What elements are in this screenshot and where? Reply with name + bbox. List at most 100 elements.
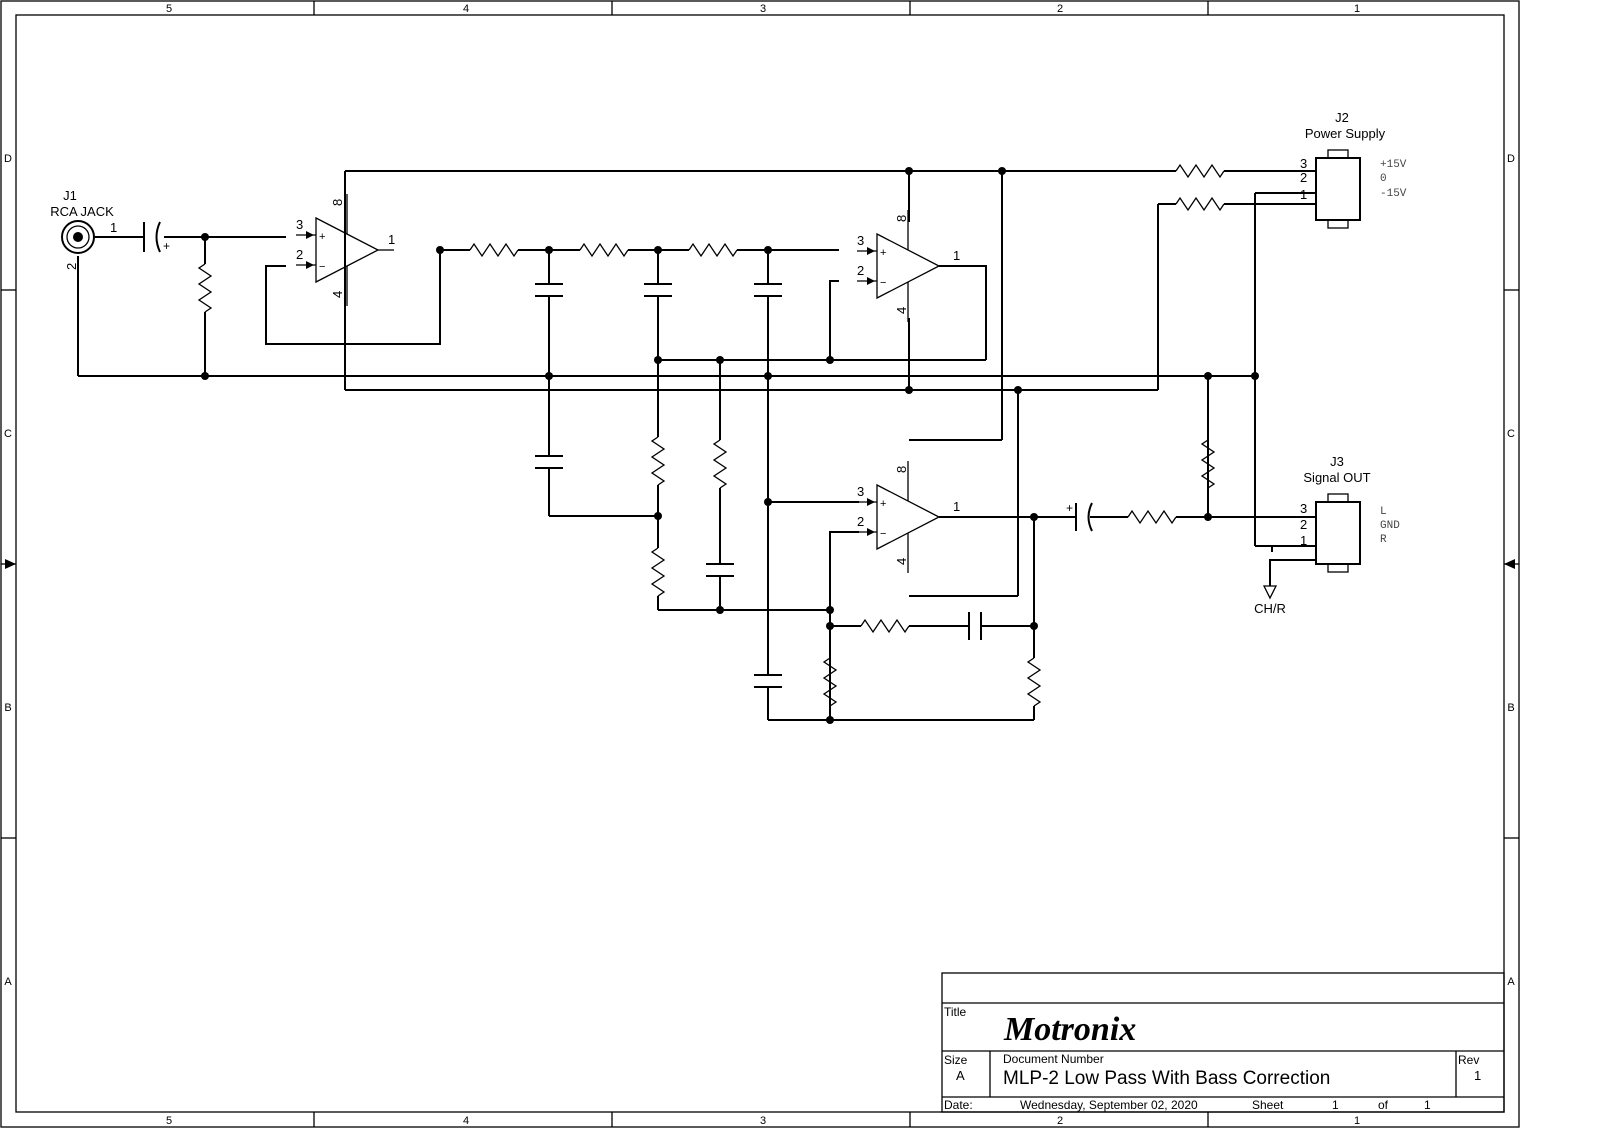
capacitor-filter-1 xyxy=(535,283,563,297)
j3-pin-3: 3 xyxy=(1300,501,1307,516)
j2-pin-3: 3 xyxy=(1300,156,1307,171)
size-value: A xyxy=(956,1068,965,1083)
zone-number-2-bottom: 2 xyxy=(1057,1115,1063,1127)
capacitor-lower-2 xyxy=(706,563,734,577)
j2-pin-2: 2 xyxy=(1300,170,1307,185)
title-block: Title Motronix Size A Document Number ML… xyxy=(941,972,1505,1113)
company-logo: Motronix xyxy=(1003,1011,1136,1048)
u3-pin-2: 2 xyxy=(857,514,864,529)
zone-number-1: 1 xyxy=(1354,3,1360,15)
j3-name: Signal OUT xyxy=(1303,470,1370,485)
j3-ref: J3 xyxy=(1330,454,1344,469)
wires xyxy=(77,170,1316,721)
sheet-label: Sheet xyxy=(1252,1098,1284,1112)
j2-pin-1: 1 xyxy=(1300,187,1307,202)
junction-dots xyxy=(201,167,1259,724)
zone-number-3: 3 xyxy=(760,3,766,15)
opamp-u2: + − 3 2 1 8 4 xyxy=(856,209,960,323)
u2-plus: + xyxy=(880,247,886,259)
u2-pin-8: 8 xyxy=(894,215,909,222)
j2-rail-positive: +15V xyxy=(1380,159,1407,171)
zone-letter-a: A xyxy=(4,976,12,988)
j2-rail-negative: -15V xyxy=(1380,188,1407,200)
rca-jack-j1: J1 RCA JACK 1 2 xyxy=(50,188,117,270)
capacitor-feedback xyxy=(968,612,982,640)
j1-name: RCA JACK xyxy=(50,204,114,219)
zone-number-5: 5 xyxy=(166,3,172,15)
zone-letter-c: C xyxy=(4,428,12,440)
j3-signal-l: L xyxy=(1380,506,1387,518)
j2-name: Power Supply xyxy=(1305,126,1386,141)
capacitor-lower-1 xyxy=(535,455,563,469)
resistor-input-shunt xyxy=(198,263,212,313)
j3-pin-2: 2 xyxy=(1300,517,1307,532)
u2-pin-1: 1 xyxy=(953,248,960,263)
zone-number-5-bottom: 5 xyxy=(166,1115,172,1127)
u3-pin-4: 4 xyxy=(894,558,909,565)
resistor-filter-1 xyxy=(469,243,519,257)
opamp-u3: + − 3 2 1 8 4 xyxy=(856,460,960,574)
capacitor-lower-3 xyxy=(754,674,782,688)
doc-number-label: Document Number xyxy=(1003,1052,1104,1066)
connector-j2: J2 Power Supply 3 2 1 +15V 0 -15V xyxy=(1300,110,1407,229)
resistor-lower-1 xyxy=(651,436,665,486)
zone-letter-d-right: D xyxy=(1507,153,1515,165)
u2-pin-3: 3 xyxy=(857,233,864,248)
j1-pin-1: 1 xyxy=(110,220,117,235)
zone-letter-b: B xyxy=(4,702,11,714)
resistor-feedback-right xyxy=(1027,657,1041,707)
resistor-feedback-series xyxy=(860,619,910,633)
of-label: of xyxy=(1378,1098,1389,1112)
date-label: Date: xyxy=(944,1098,973,1112)
u3-pin-3: 3 xyxy=(857,484,864,499)
u2-pin-4: 4 xyxy=(894,307,909,314)
u3-minus: − xyxy=(880,528,886,540)
u1-pin-3: 3 xyxy=(296,217,303,232)
resistor-lower-3 xyxy=(713,439,727,489)
u3-pin-1: 1 xyxy=(953,499,960,514)
sheet-total: 1 xyxy=(1424,1098,1431,1112)
zone-letter-a-right: A xyxy=(1507,976,1515,988)
date-value: Wednesday, September 02, 2020 xyxy=(1020,1098,1198,1112)
resistor-supply-positive xyxy=(1175,164,1225,178)
u1-pin-4: 4 xyxy=(330,291,345,298)
capacitor-filter-2 xyxy=(644,283,672,297)
rev-value: 1 xyxy=(1474,1068,1481,1083)
u3-plus: + xyxy=(880,498,886,510)
capacitor-output: + xyxy=(1066,501,1093,532)
j3-signal-gnd: GND xyxy=(1380,520,1400,532)
zone-number-4: 4 xyxy=(463,3,469,15)
u1-pin-8: 8 xyxy=(330,199,345,206)
u1-plus: + xyxy=(319,231,325,243)
j3-pin-1: 1 xyxy=(1300,533,1307,548)
cap-output-plus: + xyxy=(1066,501,1073,515)
capacitor-filter-3 xyxy=(754,283,782,297)
title-label: Title xyxy=(944,1005,967,1019)
connector-j3: J3 Signal OUT 3 2 1 L GND R xyxy=(1300,454,1400,573)
zone-letter-d: D xyxy=(4,153,12,165)
zone-number-4-bottom: 4 xyxy=(463,1115,469,1127)
u2-minus: − xyxy=(880,277,886,289)
zone-letter-b-right: B xyxy=(1507,702,1514,714)
j2-rail-zero: 0 xyxy=(1380,173,1387,185)
resistor-filter-3 xyxy=(688,243,738,257)
resistor-filter-2 xyxy=(579,243,629,257)
resistor-output xyxy=(1127,510,1177,524)
u1-pin-2: 2 xyxy=(296,247,303,262)
drawing-frame: 5 4 3 2 1 5 4 3 2 1 D C B A D C B A xyxy=(0,0,1520,1128)
u1-pin-1: 1 xyxy=(388,232,395,247)
zone-letter-c-right: C xyxy=(1507,428,1515,440)
cap-input-plus: + xyxy=(163,239,170,253)
zone-number-1-bottom: 1 xyxy=(1354,1115,1360,1127)
u1-minus: − xyxy=(319,261,325,273)
zone-number-2: 2 xyxy=(1057,3,1063,15)
ground-label-chr: CH/R xyxy=(1254,601,1286,616)
j1-pin-2: 2 xyxy=(64,263,79,270)
u3-pin-8: 8 xyxy=(894,466,909,473)
doc-number: MLP-2 Low Pass With Bass Correction xyxy=(1003,1068,1330,1089)
j3-signal-r: R xyxy=(1380,534,1387,546)
j2-ref: J2 xyxy=(1335,110,1349,125)
size-label: Size xyxy=(944,1053,968,1067)
resistor-lower-2 xyxy=(651,547,665,597)
